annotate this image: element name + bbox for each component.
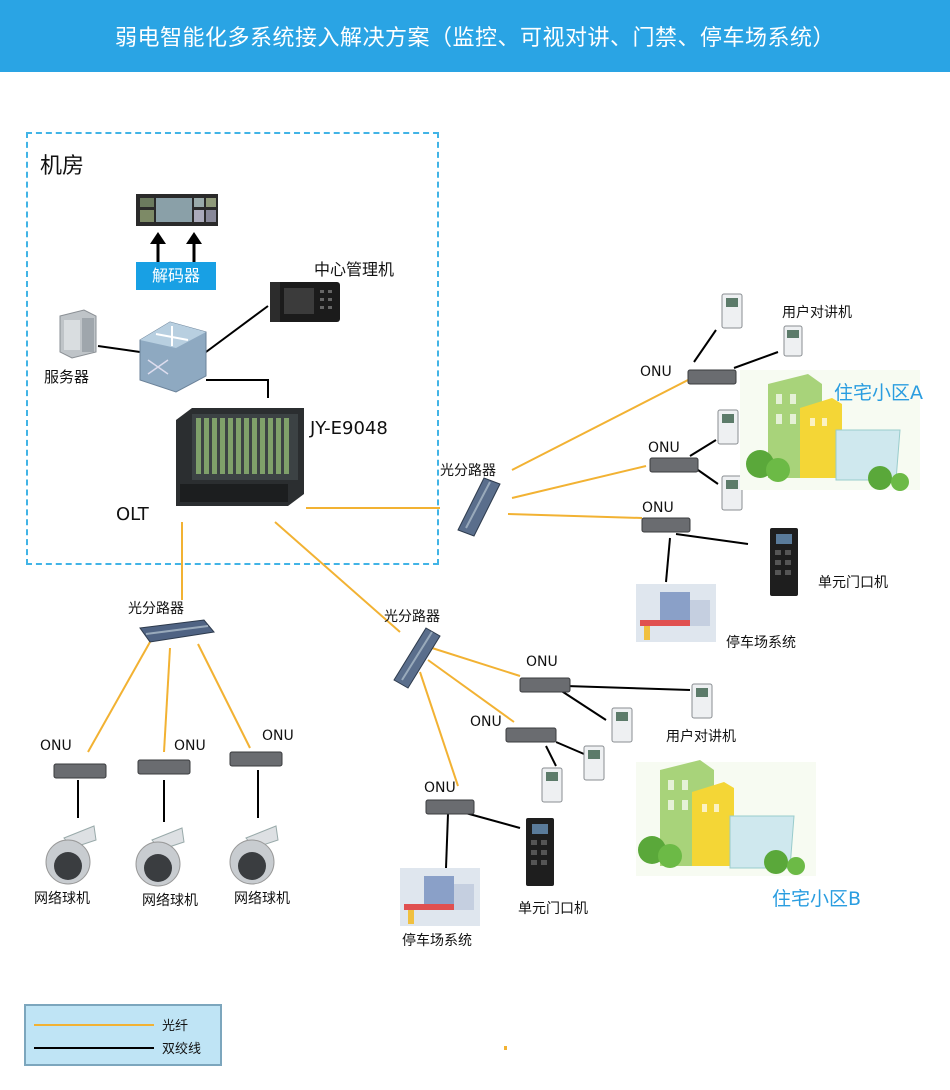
server-icon (59, 309, 97, 359)
splitter-b-icon (393, 627, 441, 689)
tp-onu2-phone2 (697, 469, 719, 485)
tp-onu1-phone1 (693, 329, 717, 363)
residential-a-illustration (740, 370, 920, 491)
fiber-b-onu2 (427, 659, 515, 723)
central-manager-label: 中心管理机 (314, 260, 395, 279)
fiber-a-onu1 (511, 379, 689, 471)
fiber-a-onu3 (507, 513, 643, 519)
dome-camera-1-icon (45, 825, 97, 885)
tp-onu1-phone2 (733, 351, 779, 369)
fiber-olt-splitter-b (274, 521, 401, 633)
splitter-a-icon (457, 477, 501, 537)
unit-door-b-icon (526, 818, 554, 886)
dome-camera-3-label: 网络球机 (234, 891, 290, 907)
splitter-a-label: 光分路器 (440, 463, 496, 479)
tp-server-switch (97, 345, 141, 353)
dome-camera-1-label: 网络球机 (34, 891, 90, 907)
tp-b-onu2-phone2 (545, 745, 557, 767)
machine-room-title: 机房 (40, 154, 85, 179)
legend-fiber-line (34, 1024, 154, 1026)
residential-b-illustration (636, 760, 816, 876)
twisted-pair-lines (77, 305, 779, 869)
olt-label: OLT (116, 504, 149, 525)
dome-camera-2-icon (135, 827, 185, 887)
legend-fiber-label: 光纤 (162, 1019, 189, 1034)
page-title: 弱电智能化多系统接入解决方案（监控、可视对讲、门禁、停车场系统） (114, 26, 835, 51)
fiber-cam-onu1 (87, 641, 151, 753)
machine-room-boundary (26, 132, 439, 565)
onu-label: ONU (640, 364, 672, 380)
fiber-a-onu2 (511, 465, 647, 499)
splitter-cam-icon (139, 619, 215, 643)
olt-model-label: JY-E9048 (310, 418, 388, 439)
fiber-cam-onu2 (163, 647, 171, 753)
parking-a-icon (636, 584, 716, 642)
unit-door-a-icon (770, 528, 798, 596)
tp-b-onu3-parking (445, 813, 449, 869)
page-header: 弱电智能化多系统接入解决方案（监控、可视对讲、门禁、停车场系统） (0, 0, 950, 72)
legend: 光纤 双绞线 (24, 1004, 222, 1066)
onu-icon (505, 727, 557, 743)
tp-b-onu1-phone1 (565, 685, 691, 691)
core-switch-icon (139, 321, 207, 393)
onu-label: ONU (174, 738, 206, 754)
splitter-b-label: 光分路器 (384, 609, 440, 625)
unit-door-a-label: 单元门口机 (818, 575, 888, 591)
onu-icon (53, 763, 107, 779)
fiber-cam-onu3 (197, 643, 251, 749)
legend-twisted-label: 双绞线 (162, 1042, 202, 1057)
fiber-b-onu3 (419, 671, 459, 787)
onu-label: ONU (40, 738, 72, 754)
onu-label: ONU (526, 654, 558, 670)
user-intercom-b-label: 用户对讲机 (666, 729, 736, 745)
splitter-cam-label: 光分路器 (128, 601, 184, 617)
parking-a-label: 停车场系统 (726, 635, 796, 651)
onu-label: ONU (642, 500, 674, 516)
onu-icon (425, 799, 475, 815)
tp-b-onu1-phone2 (559, 689, 607, 721)
central-manager-icon (270, 282, 340, 322)
decoder-arrows (150, 232, 202, 262)
onu-label: ONU (262, 728, 294, 744)
tp-onu3-parking (665, 537, 671, 583)
estate-b-label: 住宅小区B (772, 888, 862, 910)
onu-label: ONU (648, 440, 680, 456)
tp-b-onu2-phone1 (555, 741, 585, 755)
tp-onu3-door (675, 533, 749, 545)
marker-dot (504, 1046, 507, 1050)
parking-b-icon (400, 868, 480, 926)
dome-camera-2-label: 网络球机 (142, 893, 198, 909)
onu-label: ONU (470, 714, 502, 730)
onu-icon (137, 759, 191, 775)
onu-icon (649, 457, 699, 473)
parking-b-label: 停车场系统 (402, 933, 472, 949)
user-intercom-a-label: 用户对讲机 (782, 305, 852, 321)
tp-b-onu3-door (461, 811, 521, 829)
fiber-b-onu1 (431, 647, 521, 677)
dome-camera-3-icon (229, 825, 279, 885)
onu-boxes (53, 369, 737, 815)
onu-icon (687, 369, 737, 385)
unit-door-b-label: 单元门口机 (518, 901, 588, 917)
onu-label: ONU (424, 780, 456, 796)
video-wall-icon (136, 194, 218, 226)
tp-onu2-phone1 (689, 439, 717, 457)
onu-icon (229, 751, 283, 767)
decoder-box: 解码器 (136, 262, 216, 290)
intercom-screens (546, 298, 799, 781)
fiber-lines (87, 379, 689, 787)
olt-chassis-icon (176, 408, 304, 506)
tp-switch-central (205, 305, 269, 353)
onu-icon (519, 677, 571, 693)
server-label: 服务器 (44, 368, 90, 386)
onu-icon (641, 517, 691, 533)
tp-switch-olt (206, 379, 269, 398)
estate-a-label: 住宅小区A (834, 382, 923, 404)
legend-twisted-line (34, 1047, 154, 1049)
